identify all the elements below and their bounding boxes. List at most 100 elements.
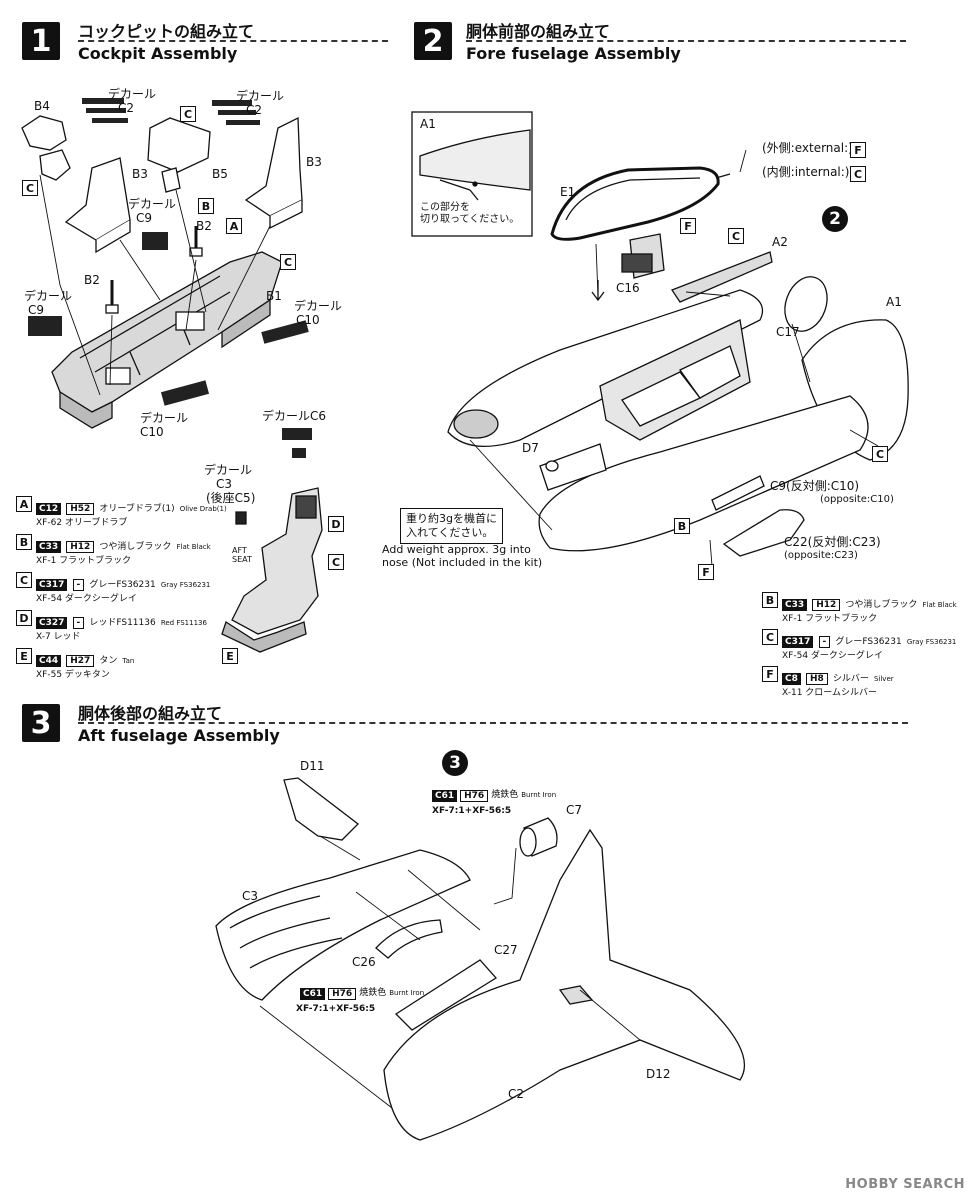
label-c2-b: C2 [246, 103, 263, 117]
label-b3-b: B3 [306, 155, 322, 169]
legend1-row-c: C C317 - グレーFS36231 Gray FS36231 XF-54 ダ… [16, 572, 227, 604]
step-1-title-jp: コックピットの組み立て [78, 22, 255, 41]
legend1-letter: D [16, 610, 32, 626]
paint-chip-top: C61 H76 焼鉄色 Burnt Iron [432, 790, 556, 802]
label-d11: D11 [300, 759, 325, 773]
step-3-divider [78, 722, 908, 724]
legend2-en: Silver [873, 675, 894, 683]
legend2-letter: F [762, 666, 778, 682]
label-c3-step3: C3 [242, 889, 259, 903]
box-d-1: D [328, 516, 344, 532]
legend2-code: C317 [782, 636, 814, 648]
box-a-1: A [226, 218, 242, 234]
label-c22-en: (opposite:C23) [784, 550, 858, 561]
legend2-code: C33 [782, 599, 808, 611]
control-sticks [105, 226, 203, 314]
legend1-jp: レッドFS11136 [89, 618, 156, 628]
label-c7: C7 [566, 803, 583, 817]
a1-inset-drawing [411, 111, 533, 237]
legend1-h: H12 [66, 541, 95, 553]
label-b2-a: B2 [196, 219, 212, 233]
label-e1: E1 [560, 185, 576, 199]
label-external: (外側:external:) [762, 141, 853, 155]
legend1-letter: C [16, 572, 32, 588]
legend1-jp: グレーFS36231 [89, 580, 156, 590]
label-c17: C17 [776, 325, 800, 339]
label-decal-6: デカール [294, 299, 343, 313]
step-2-title-en: Fore fuselage Assembly [466, 44, 681, 63]
legend2-jp: シルバー [832, 674, 869, 684]
step-3-title-jp: 胴体後部の組み立て [78, 704, 223, 723]
fore-fuselage-drawing [447, 289, 764, 491]
legend2-h: - [818, 636, 831, 648]
legend2-h: H8 [805, 673, 828, 685]
legend1-en: Flat Black [176, 543, 211, 551]
paint-bot-en: Burnt Iron [389, 989, 425, 998]
aft-fuselage-c2-drawing [383, 828, 745, 1141]
part-a2-drawing [671, 251, 773, 303]
legend2-row-b: B C33 H12 つや消しブラック Flat Black XF-1 フラットブ… [762, 592, 957, 624]
legend1-sub: X-7 レッド [36, 632, 81, 642]
canopy-e1-drawing [550, 166, 731, 241]
paint-top-mix: XF-7:1+XF-56:5 [432, 806, 512, 816]
step-1-divider [78, 40, 388, 42]
box-c-6: C [872, 446, 888, 462]
step2-guide-lines [469, 149, 879, 567]
legend1-jp: タン [99, 656, 118, 666]
seat-b3-right-drawing [244, 116, 303, 230]
legend1-jp: つや消しブラック [99, 542, 172, 552]
cockpit-tub-drawing [51, 251, 283, 429]
box-c-1: C [22, 180, 38, 196]
step-2-title-jp: 胴体前部の組み立て [466, 22, 611, 41]
label-c9-b: C9 [28, 303, 45, 317]
legend1-code: C33 [36, 541, 62, 553]
label-c9-a: C9 [136, 211, 153, 225]
weight-note-en: Add weight approx. 3g into nose (Not inc… [382, 543, 543, 569]
label-d7: D7 [522, 441, 539, 455]
step-2-divider [466, 40, 906, 42]
step-3-badge: 3 [22, 704, 60, 742]
box-f-1: F [680, 218, 696, 234]
legend1-sub: XF-55 デッキタン [36, 670, 110, 680]
legend2-letter: C [762, 629, 778, 645]
label-a1-inset: A1 [420, 117, 436, 131]
legend1-en: Tan [122, 657, 135, 665]
legend1-letter: E [16, 648, 32, 664]
legend2-row-c: C C317 - グレーFS36231 Gray FS36231 XF-54 ダ… [762, 629, 957, 661]
legend2-code: C8 [782, 673, 801, 685]
label-a1: A1 [886, 295, 902, 309]
legend1-letter: B [16, 534, 32, 550]
label-c16: C16 [616, 281, 640, 295]
legend1-sub: XF-1 フラットブラック [36, 556, 132, 566]
label-rear-seat: (後座C5) [206, 491, 256, 505]
step-1-title-en: Cockpit Assembly [78, 44, 238, 63]
arrow-down-icon [591, 280, 605, 302]
box-f-external: F [850, 142, 866, 158]
label-c2-a: C2 [118, 101, 135, 115]
legend1-en: Gray FS36231 [160, 581, 211, 589]
label-a2: A2 [772, 235, 788, 249]
label-c26: C26 [352, 955, 376, 969]
paint-legend-1: A C12 H52 オリーブドラブ(1) Olive Drab(1) XF-62… [16, 496, 227, 680]
legend1-code: C327 [36, 617, 68, 629]
legend2-sub: XF-1 フラットブラック [782, 614, 878, 624]
label-decal-4: デカール [140, 411, 189, 425]
label-aft-seat: AFT SEAT [232, 546, 252, 565]
label-b1: B1 [266, 289, 282, 303]
fuselage-a1-drawing [538, 319, 909, 552]
part-c17-drawing [784, 276, 828, 332]
step-2-badge: 2 [414, 22, 452, 60]
box-c-4: C [328, 554, 344, 570]
legend1-sub: XF-54 ダークシーグレイ [36, 594, 137, 604]
label-c3: C3 [216, 477, 233, 491]
paint-top-jp: 焼鉄色 [491, 790, 519, 801]
box-b-1: B [198, 198, 214, 214]
part-c26-drawing [375, 919, 443, 959]
ejection-seat-c3-drawing [221, 487, 323, 653]
parts-c9-c22-drawing [711, 475, 805, 557]
legend1-en: Red FS11136 [160, 619, 207, 627]
legend2-sub: XF-54 ダークシーグレイ [782, 651, 883, 661]
legend1-row-a: A C12 H52 オリーブドラブ(1) Olive Drab(1) XF-62… [16, 496, 227, 528]
legend1-en: Olive Drab(1) [179, 505, 227, 513]
legend1-h: H52 [66, 503, 95, 515]
